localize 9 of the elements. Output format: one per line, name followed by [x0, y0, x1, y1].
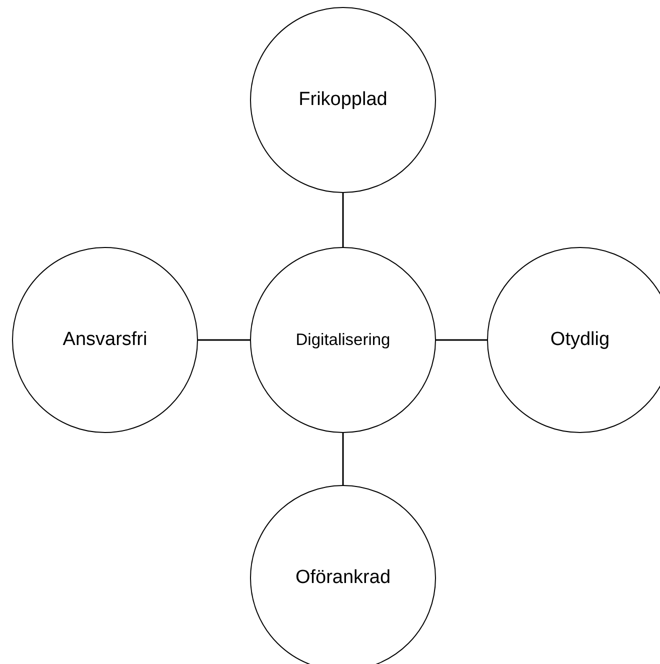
node-label: Frikopplad — [298, 89, 388, 111]
node-label: Oförankrad — [295, 567, 391, 589]
connector-line — [342, 433, 344, 485]
node-label: Digitalisering — [296, 330, 390, 350]
node-label: Ansvarsfri — [62, 329, 148, 351]
connector-line — [436, 339, 487, 341]
connector-line — [198, 339, 250, 341]
connector-line — [342, 193, 344, 247]
node-label: Otydlig — [550, 329, 610, 351]
